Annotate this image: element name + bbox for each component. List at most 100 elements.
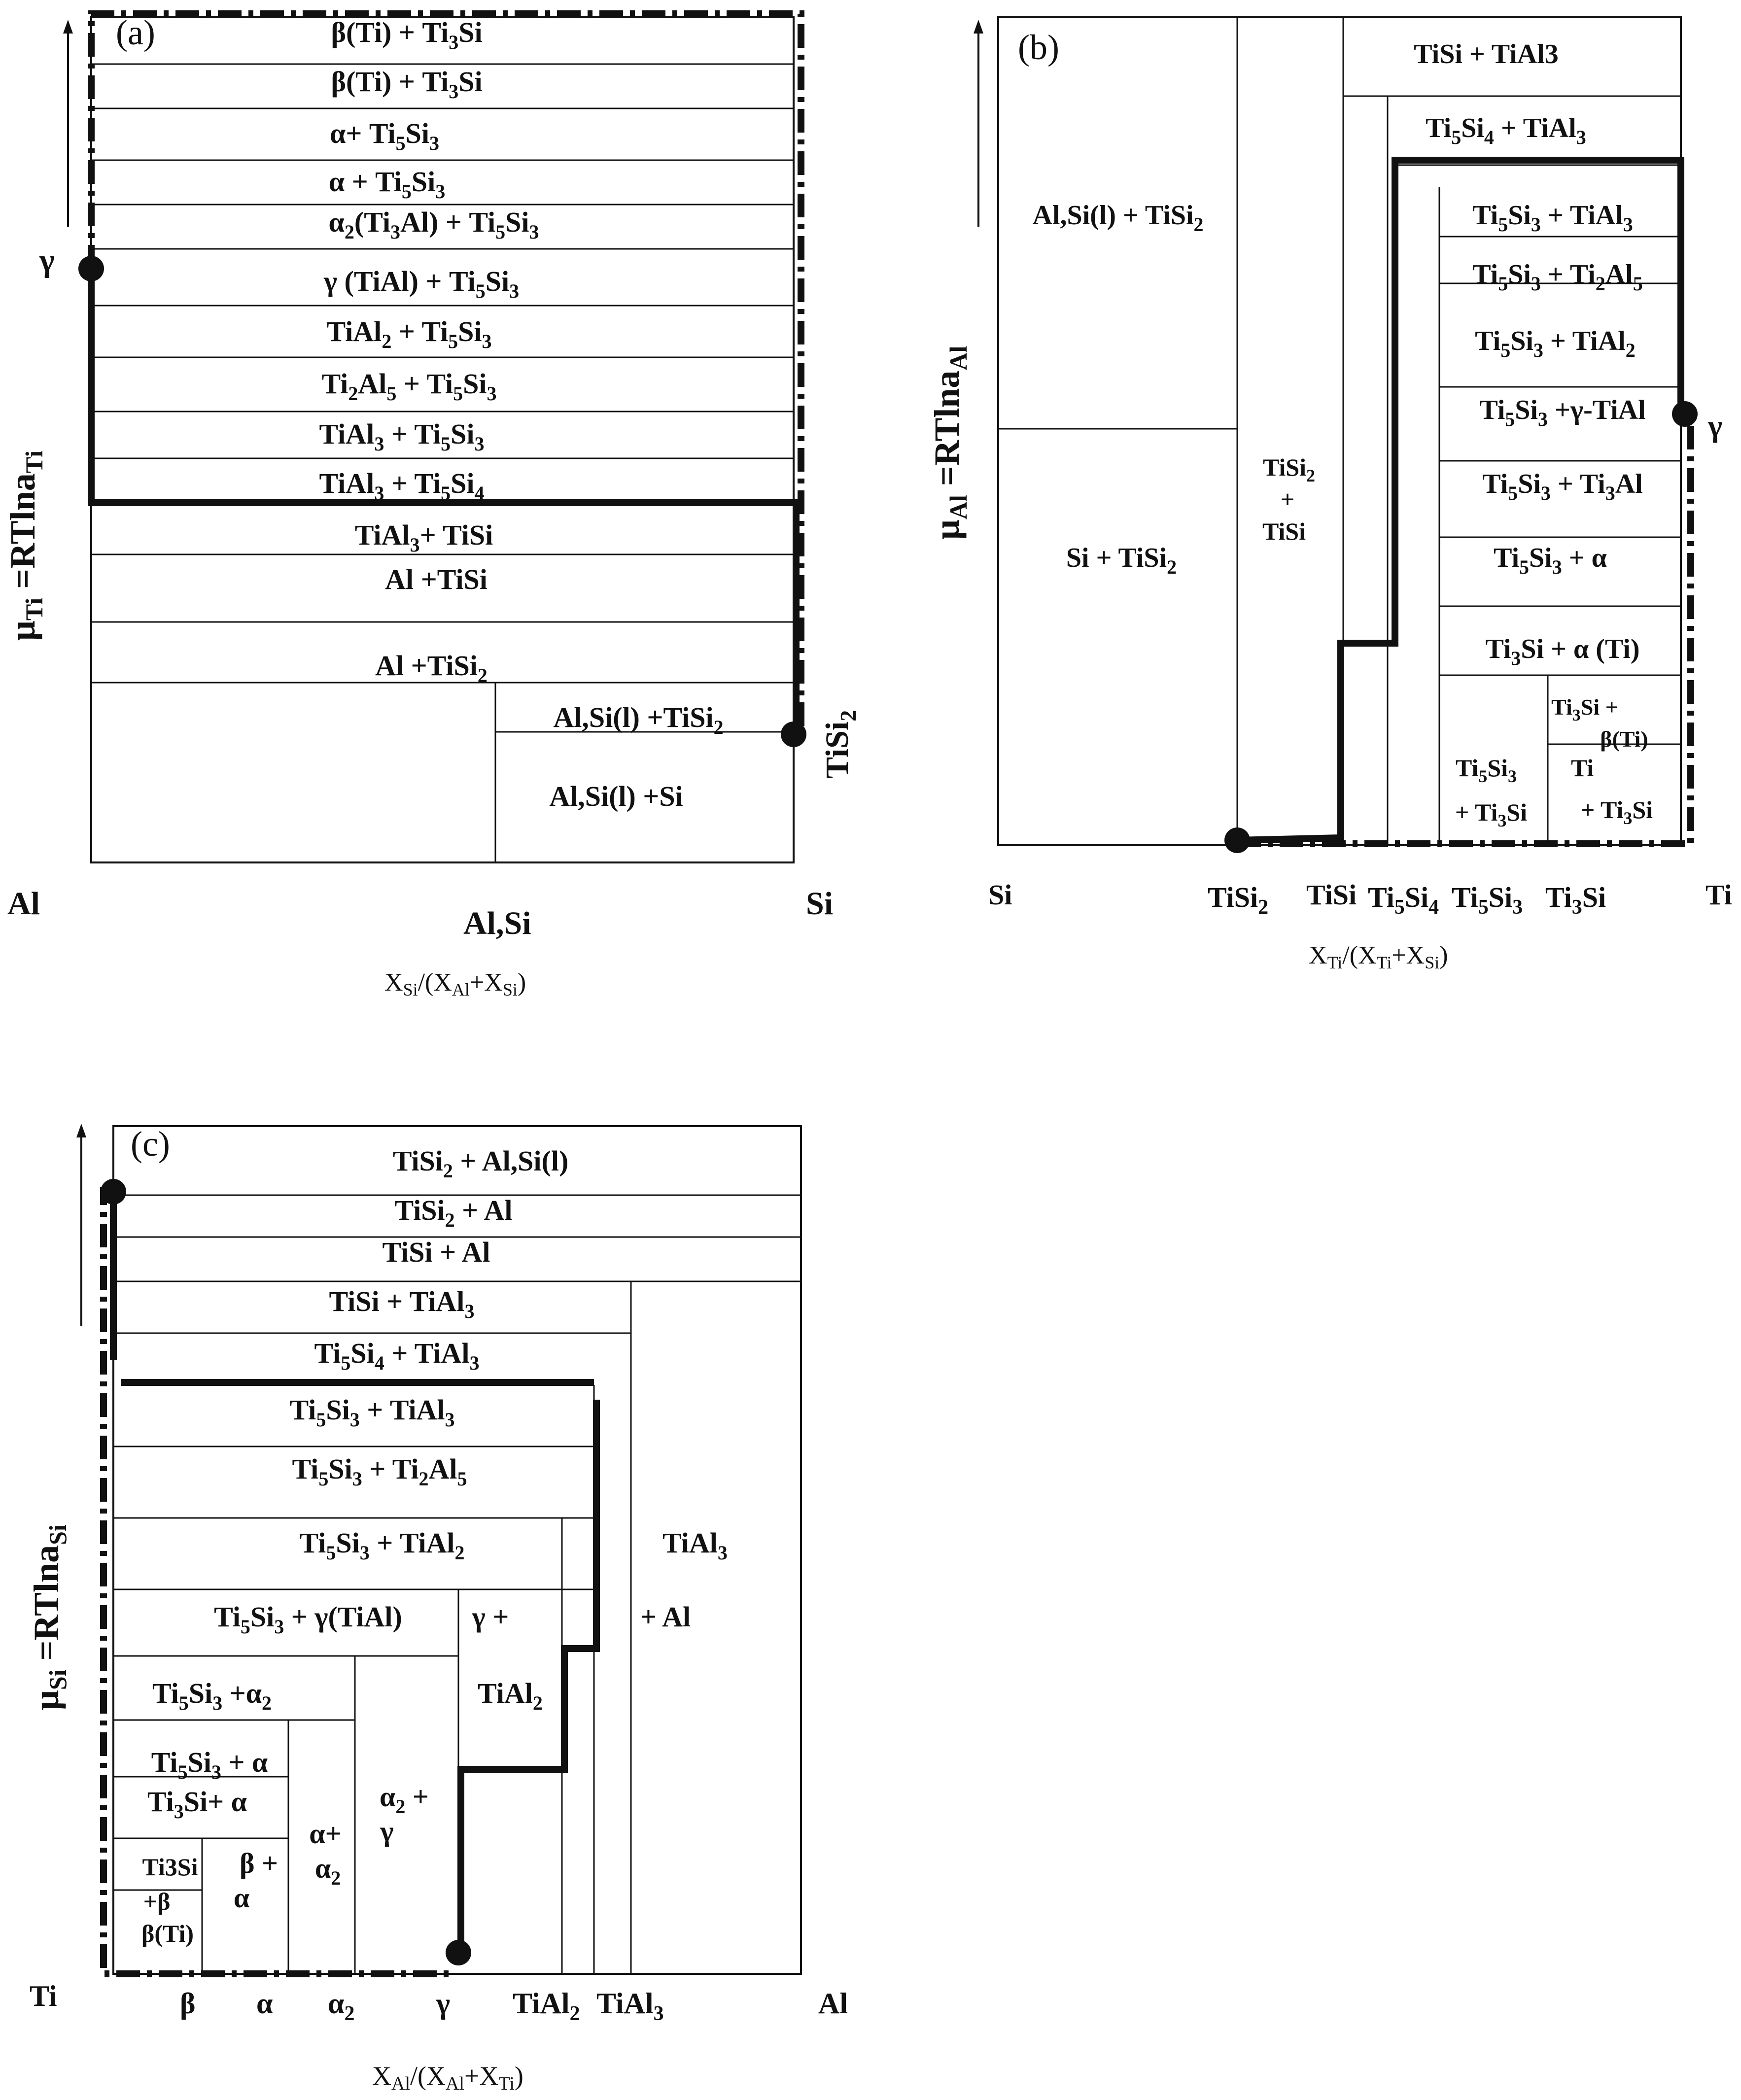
panel-a-gamma-point	[78, 256, 104, 281]
panel-a-tisi2-point	[781, 722, 806, 747]
panel-c-r20: α2 +	[380, 1781, 429, 1818]
panel-c-r11: Ti5Si3 + α	[151, 1746, 268, 1783]
panel-a-row-13: Al +TiSi2	[375, 650, 487, 687]
panel-b-r10: Al,Si(l) + TiSi2	[1032, 200, 1203, 236]
panel-c-tick-ti: Ti	[30, 1980, 57, 2012]
panel-a-side-label: TiSi2	[819, 710, 861, 779]
panel-b: γ (b) TiSi + TiAl3 Ti5Si4 + TiAl3 Ti5Si3…	[927, 16, 1732, 972]
panel-a-row-7: TiAl2 + Ti5Si3	[327, 315, 492, 352]
panel-b-tick-tisi: TiSi	[1306, 879, 1357, 911]
panel-c-r18: α+	[309, 1818, 341, 1850]
panel-a-x-right: Si	[806, 886, 833, 922]
panel-b-tag: (b)	[1018, 28, 1059, 67]
panel-c-tick-alpha2: α2	[328, 1987, 355, 2025]
panel-c-r6: Ti5Si3 + TiAl3	[290, 1394, 455, 1431]
panel-a-row-lines	[91, 63, 794, 862]
panel-c-r24: TiAl3	[662, 1527, 728, 1564]
panel-a-row-10: TiAl3 + Ti5Si4	[319, 467, 485, 504]
panel-a-x-mid: Al,Si	[463, 905, 531, 941]
panel-c-lines	[113, 1194, 801, 1974]
panel-b-r15: Ti3Si +	[1551, 694, 1618, 724]
panel-c-r5: Ti5Si4 + TiAl3	[314, 1337, 480, 1374]
panel-a-row-3: α+ Ti5Si3	[330, 117, 439, 154]
panel-a-x-axis-label: XSi/(XAl+XSi)	[384, 968, 526, 999]
panel-b-dashdot-boundary	[1237, 414, 1694, 847]
panel-c-r22: γ +	[472, 1601, 509, 1633]
panel-c-r7: Ti5Si3 + Ti2Al5	[292, 1453, 467, 1490]
panel-c-r3: TiSi + Al	[383, 1236, 490, 1268]
panel-b-tick-ti3si: Ti3Si	[1545, 881, 1606, 919]
panel-a-gamma-label: γ	[39, 242, 55, 278]
panel-a-row-11: TiAl3+ TiSi	[355, 519, 493, 556]
panel-a-dashdot-boundary	[88, 10, 804, 734]
panel-b-r19: Ti	[1571, 754, 1594, 782]
panel-a-row-labels: β(Ti) + Ti3Si β(Ti) + Ti3Si α+ Ti5Si3 α …	[319, 16, 724, 812]
panel-b-gamma-label: γ	[1707, 410, 1722, 443]
panel-c-y-axis-label: μSi =RTlnaSi	[27, 1524, 71, 1710]
panel-a-row-14: Al,Si(l) +TiSi2	[553, 701, 723, 738]
panel-b-r11: Si + TiSi2	[1066, 543, 1177, 578]
panel-b-r12: TiSi2	[1263, 453, 1315, 485]
panel-b-tick-ti5si4: Ti5Si4	[1368, 881, 1439, 919]
panel-b-tisi2-point	[1224, 827, 1250, 853]
panel-b-r3: Ti5Si3 + TiAl3	[1472, 200, 1633, 236]
panel-c-r1: TiSi2 + Al,Si(l)	[393, 1145, 569, 1182]
panel-c-r4: TiSi + TiAl3	[329, 1285, 475, 1322]
panel-b-r7: Ti5Si3 + Ti3Al	[1482, 469, 1642, 504]
panel-b-r13: +	[1281, 485, 1295, 513]
panel-b-r9: Ti3Si + α (Ti)	[1486, 634, 1640, 669]
panel-b-thick-path	[1237, 157, 1684, 844]
panel-c-r23: TiAl2	[478, 1677, 543, 1714]
panel-a-x-left: Al	[7, 886, 40, 922]
panel-b-r20: + Ti3Si	[1581, 796, 1653, 828]
panel-c-r25: + Al	[640, 1601, 691, 1633]
panel-b-r6: Ti5Si3 +γ-TiAl	[1479, 395, 1645, 430]
panel-c-region-labels: TiSi2 + Al,Si(l) TiSi2 + Al TiSi + Al Ti…	[141, 1145, 728, 1947]
panel-b-r18: + Ti3Si	[1455, 798, 1527, 830]
panel-b-y-axis-label: μAl =RTlnaAl	[927, 346, 972, 540]
panel-c-tick-gamma: γ	[436, 1987, 450, 2020]
panel-a-row-15: Al,Si(l) +Si	[549, 780, 683, 812]
panel-b-tick-ti: Ti	[1706, 879, 1732, 911]
panel-c-r13: Ti3Si	[142, 1853, 198, 1881]
panel-a-row-9: TiAl3 + Ti5Si3	[319, 418, 485, 455]
panel-a-row-5: α2(Ti3Al) + Ti5Si3	[329, 206, 539, 243]
panel-b-tick-tisi2: TiSi2	[1208, 881, 1268, 919]
panel-c-r16: β +	[240, 1847, 278, 1879]
panel-b-r2: Ti5Si4 + TiAl3	[1426, 113, 1586, 148]
panel-b-region-labels: TiSi + TiAl3 Ti5Si4 + TiAl3 Ti5Si3 + TiA…	[1032, 39, 1653, 830]
panel-a-y-axis-label: μTi =RTlnaTi	[3, 450, 48, 641]
panel-c-r9: Ti5Si3 + γ(TiAl)	[214, 1601, 402, 1638]
panel-c: (c) TiSi2 + Al,Si(l) TiSi2 + Al TiSi + A…	[27, 1124, 848, 2094]
panel-c-tick-al: Al	[818, 1987, 848, 2020]
panel-b-r16: β(Ti)	[1600, 726, 1648, 752]
panel-c-tick-alpha: α	[256, 1987, 273, 2020]
panel-a-row-4: α + Ti5Si3	[329, 166, 446, 203]
panel-c-r2: TiSi2 + Al	[395, 1194, 513, 1231]
panel-a-row-1: β(Ti) + Ti3Si	[331, 16, 482, 53]
panel-b-r4: Ti5Si3 + Ti2Al5	[1472, 259, 1642, 295]
panel-b-gamma-point	[1672, 401, 1698, 427]
panel-c-x-axis-label: XAl/(XAl+XTi)	[372, 2061, 523, 2094]
panel-c-r21: γ	[380, 1815, 393, 1847]
panel-b-tick-si: Si	[988, 879, 1012, 911]
panel-c-x-ticks: Ti β α α2 γ TiAl2 TiAl3 Al	[30, 1980, 848, 2025]
panel-c-tick-beta: β	[180, 1987, 196, 2020]
panel-b-r5: Ti5Si3 + TiAl2	[1475, 326, 1635, 361]
panel-a-thick-path	[88, 269, 800, 734]
panel-c-r15: β(Ti)	[141, 1920, 194, 1947]
panel-a-row-2: β(Ti) + Ti3Si	[331, 66, 482, 103]
panel-b-r17: Ti5Si3	[1456, 754, 1517, 786]
panel-c-r19: α2	[315, 1852, 341, 1889]
panel-a-tag: (a)	[116, 13, 155, 52]
panel-a-row-6: γ (TiAl) + Ti5Si3	[323, 265, 519, 302]
panel-c-gamma-point	[446, 1940, 471, 1965]
panel-c-r12: Ti3Si+ α	[147, 1786, 247, 1823]
panel-b-r8: Ti5Si3 + α	[1494, 543, 1607, 578]
panel-a: (a) γ β(Ti) + Ti3Si β(Ti) + Ti3Si α+ Ti5…	[3, 10, 861, 999]
panel-c-tag: (c)	[131, 1124, 170, 1164]
panel-c-top-point	[101, 1179, 126, 1205]
panel-c-tick-tial2: TiAl2	[513, 1987, 580, 2025]
panel-b-r1: TiSi + TiAl3	[1414, 39, 1558, 69]
